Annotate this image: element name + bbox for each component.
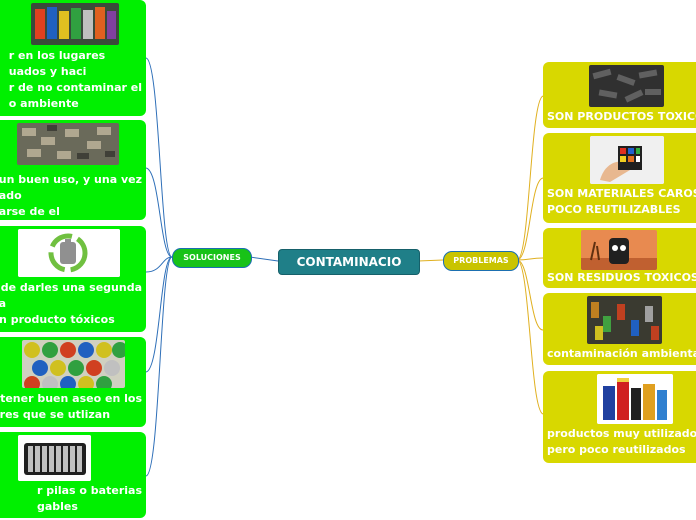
battery-pack-image [597,374,673,424]
dark-batteries-image [589,65,664,107]
problem-text-4: contaminación ambienta [547,347,696,360]
cartoon-battery-image [581,230,657,270]
solution-text-3: r de darles una segundayaon producto tóx… [0,281,142,326]
batteries-pile-image [31,3,119,45]
problem-card-1[interactable]: SON PRODUCTOS TOXICO [543,62,696,128]
problem-text-3: SON RESIDUOS TOXICOS [547,271,696,284]
battery-recycle-image [18,229,120,277]
battery-waste-image [587,296,662,344]
branch-solutions[interactable]: SOLUCIONES [172,248,252,268]
hand-cube-image [590,136,664,184]
branch-problems[interactable]: PROBLEMAS [443,251,519,271]
central-topic[interactable]: CONTAMINACIO PILAS [278,249,420,293]
battery-charger-image [18,435,91,481]
problem-card-4[interactable]: contaminación ambienta [543,293,696,365]
colored-batteries-image [22,340,125,388]
problem-text-1: SON PRODUCTOS TOXICO [547,110,696,123]
old-batteries-image [17,123,119,165]
problem-card-3[interactable]: SON RESIDUOS TOXICOS [543,228,696,288]
solution-card-3[interactable]: r de darles una segundayaon producto tóx… [0,226,146,332]
